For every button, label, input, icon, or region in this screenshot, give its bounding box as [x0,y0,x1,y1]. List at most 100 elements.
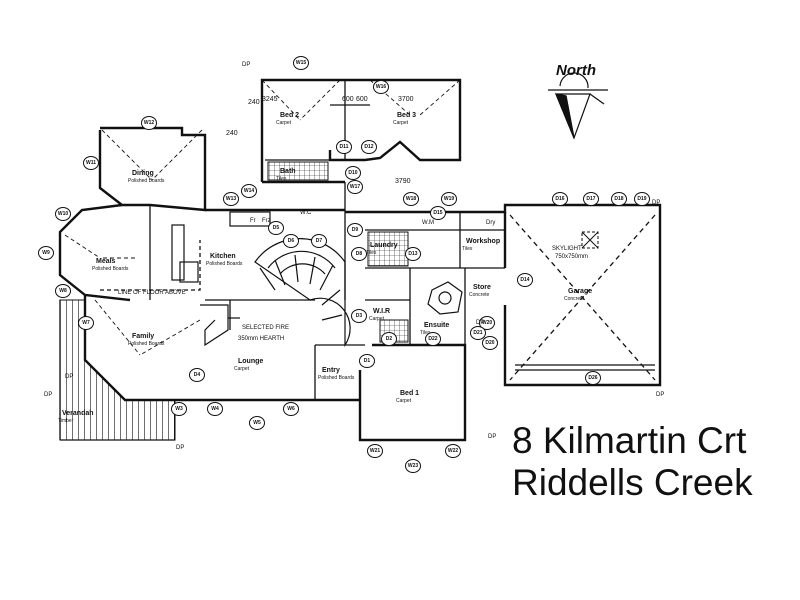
opening-tag-d18: D18 [611,192,627,206]
kitchen-benches [171,211,271,283]
room-floor-verandah: Timber [58,418,74,424]
opening-tag-d17: D17 [583,192,599,206]
north-arrow-icon [548,72,608,140]
ensuite-spa [427,281,463,315]
room-name-entry: Entry [322,367,340,374]
room-floor-wir: Carpet [369,316,385,322]
opening-tag-d1: D1 [359,354,375,368]
laundry-tiles [367,231,409,267]
downpipe-label: DP [488,434,497,440]
opening-tag-d3: D3 [351,309,367,323]
skylight-icon [581,231,599,249]
opening-tag-d22: D22 [425,332,441,346]
interior-walls [59,80,656,441]
opening-tag-d26: D26 [585,371,601,385]
opening-tag-d15: D15 [430,206,446,220]
opening-tag-w15: W15 [293,56,309,70]
opening-tag-w12: W12 [141,116,157,130]
fixture-wc: W.C [300,210,312,216]
room-floor-entry: Polished Boards [318,375,355,381]
opening-tag-w11: W11 [83,156,99,170]
fixture-washing-machine: W.M [422,220,434,226]
note-floor-above: LINE OF FLOOR ABOVE [118,290,186,296]
opening-tag-w4: W4 [207,402,223,416]
opening-tag-d10: D10 [345,166,361,180]
room-name-dining: Dining [132,170,154,177]
opening-tag-w23: W23 [405,459,421,473]
room-floor-kitchen: Polished Boards [206,261,243,267]
opening-tag-d2: D2 [381,332,397,346]
room-name-bed1: Bed 1 [400,390,420,397]
fireplace [200,304,240,347]
dimension-wall-240-b: 240 [226,130,238,137]
opening-tag-w14: W14 [241,184,257,198]
room-floor-lounge: Carpet [234,366,250,372]
opening-tag-d20: D20 [482,336,498,350]
note-fire: SELECTED FIRE [242,325,290,331]
opening-tag-w6: W6 [283,402,299,416]
note-hearth: 350mm HEARTH [238,336,285,342]
room-floor-family: Polished Boards [128,341,165,347]
opening-tag-d13: D13 [405,247,421,261]
note-skylight-size: 750x750mm [555,254,589,260]
compass-label: North [556,62,596,79]
room-floor-meals: Polished Boards [92,266,129,272]
opening-tag-d19: D19 [634,192,650,206]
address-line-1: 8 Kilmartin Crt [512,420,747,461]
opening-tag-d9: D9 [347,223,363,237]
opening-tag-d14: D14 [517,273,533,287]
dimension-robe-left: 600 [342,96,354,103]
opening-tag-d21: D21 [470,326,486,340]
opening-tag-w7: W7 [78,316,94,330]
downpipe-label: DP [476,320,485,326]
fixture-dryer: Dry [486,220,496,226]
downpipe-label: DP [44,392,53,398]
room-floor-bed3: Carpet [393,120,409,126]
opening-tag-w5: W5 [249,416,265,430]
opening-tag-d11: D11 [336,140,352,154]
room-floor-bed1: Carpet [396,398,412,404]
opening-tag-w19: W19 [441,192,457,206]
room-name-lounge: Lounge [238,358,264,365]
opening-tag-w9: W9 [38,246,54,260]
downpipe-label: DP [242,62,251,68]
room-floor-workshop: Tiles [462,246,473,252]
room-name-store: Store [473,284,491,291]
bath-tiles [267,161,329,181]
opening-tag-d6: D6 [283,234,299,248]
opening-tag-w13: W13 [223,192,239,206]
dimension-wall-240-a: 240 [248,99,260,106]
opening-tag-w10: W10 [55,207,71,221]
downpipe-label: DP [652,200,661,206]
dimension-bed2-width: 3245 [262,96,278,103]
room-name-bed2: Bed 2 [280,112,300,119]
opening-tag-d16: D16 [552,192,568,206]
room-floor-bath: Tiles [276,176,287,182]
room-name-wir: W.I.R [373,308,391,315]
opening-tag-d4: D4 [189,368,205,382]
spiral-stair [254,238,351,347]
opening-tag-w18: W18 [403,192,419,206]
opening-tag-w16: W16 [373,80,389,94]
downpipe-label: DP [176,445,185,451]
opening-tag-w21: W21 [367,444,383,458]
fixture-fridge: Fr [250,218,256,224]
room-name-bed3: Bed 3 [397,112,417,119]
room-floor-dining: Polished Boards [128,178,165,184]
opening-tag-d12: D12 [361,140,377,154]
opening-tag-d5: D5 [268,221,284,235]
verandah-deck [59,299,176,441]
room-name-workshop: Workshop [466,238,501,245]
room-floor-laundry: Tiles [366,250,377,256]
room-name-family: Family [132,333,155,340]
dimension-robe-right: 600 [356,96,368,103]
fixture-freezer: Frz [262,218,271,224]
downpipe-label: DP [656,392,665,398]
room-name-garage: Garage [568,288,593,295]
room-floor-store: Concrete [469,292,490,298]
room-name-kitchen: Kitchen [210,253,236,260]
room-name-laundry: Laundry [370,242,398,249]
dimension-corridor: 3790 [395,178,411,185]
opening-tag-w3: W3 [171,402,187,416]
